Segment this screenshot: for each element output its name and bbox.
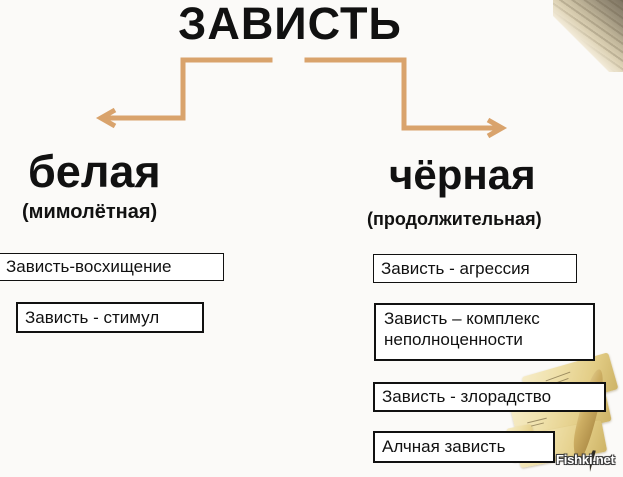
- branch-heading-left: белая: [28, 146, 161, 197]
- branch-subheading-right: (продолжительная): [367, 209, 542, 229]
- item-box: Зависть - агрессия: [373, 254, 577, 283]
- item-box: Зависть - злорадство: [373, 382, 606, 412]
- item-label: Зависть-восхищение: [6, 257, 172, 276]
- page-title: ЗАВИСТЬ: [178, 0, 402, 49]
- item-box: Зависть – комплекс неполноценности: [374, 303, 595, 361]
- item-label: Зависть - злорадство: [382, 387, 552, 406]
- item-label: Зависть - агрессия: [381, 258, 530, 278]
- item-box: Алчная зависть: [373, 431, 555, 463]
- branch-subheading-left: (мимолётная): [22, 201, 158, 223]
- watermark: Fishki.net: [556, 452, 615, 467]
- item-label: Зависть - стимул: [25, 307, 160, 327]
- decorative-photo-corner: [553, 0, 623, 72]
- item-box: Зависть-восхищение: [0, 253, 224, 281]
- item-label-line1: Зависть – комплекс: [384, 309, 540, 328]
- item-label-line2: неполноценности: [384, 329, 523, 349]
- item-box: Зависть - стимул: [16, 302, 204, 333]
- item-label: Алчная зависть: [382, 437, 506, 456]
- branch-heading-right: чёрная: [389, 151, 536, 198]
